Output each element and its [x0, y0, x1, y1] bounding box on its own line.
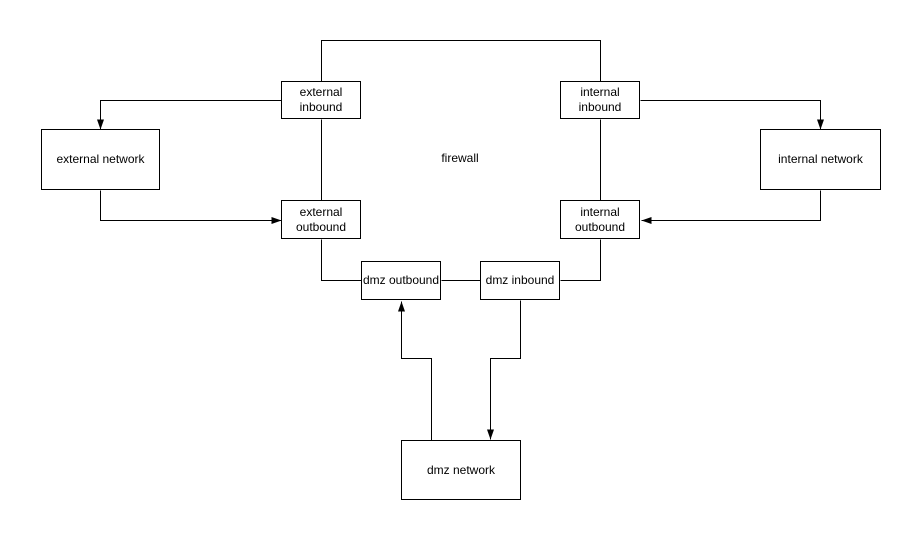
node-dmz-inbound[interactable]: dmz inbound	[480, 261, 560, 300]
edge-internal-inbound-to-internal-network	[640, 100, 824, 130]
node-internal-inbound[interactable]: internal inbound	[560, 81, 640, 119]
edge-dmz-inbound-to-dmz-network	[487, 300, 521, 440]
edge-internal-network-to-internal-outbound	[641, 190, 821, 224]
node-dmz-outbound[interactable]: dmz outbound	[361, 261, 441, 300]
edge-external-network-to-external-outbound	[100, 190, 282, 224]
edge-external-inbound-to-external-network	[97, 100, 282, 130]
edge-dmz-network-to-dmz-outbound	[398, 301, 432, 441]
node-dmz-network[interactable]: dmz network	[401, 440, 521, 500]
node-external-outbound[interactable]: external outbound	[281, 200, 361, 239]
node-external-network[interactable]: external network	[41, 129, 160, 190]
edge-internal-outbound-to-dmz-inbound	[560, 239, 601, 281]
edge-external-outbound-to-dmz-outbound	[321, 239, 362, 281]
firewall-label: firewall	[441, 151, 479, 165]
node-internal-outbound[interactable]: internal outbound	[560, 200, 640, 239]
edge-external-inbound-internal-inbound-top-link	[321, 40, 601, 82]
node-internal-network[interactable]: internal network	[760, 129, 881, 190]
node-external-inbound[interactable]: external inbound	[281, 81, 361, 119]
